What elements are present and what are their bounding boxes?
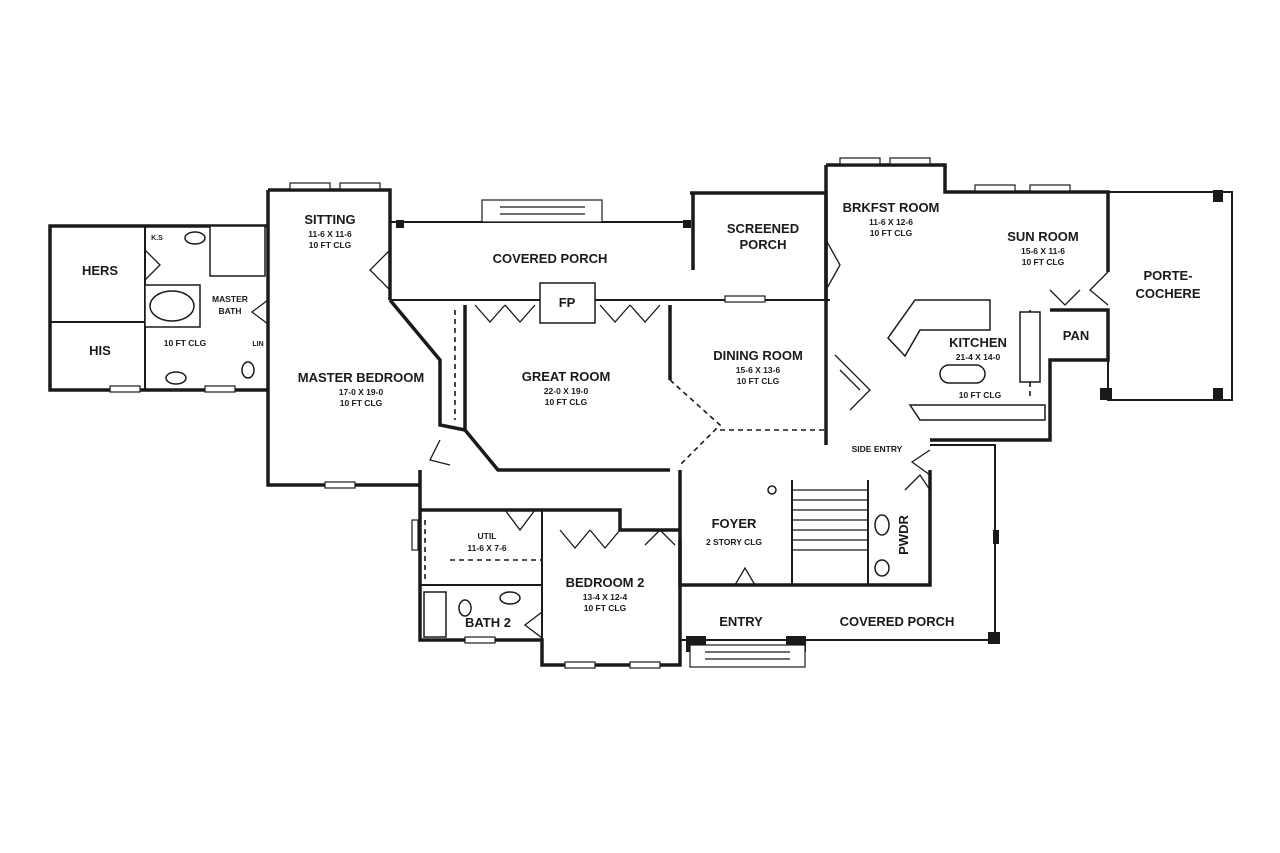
master-suite-walls — [266, 188, 420, 487]
label-sitting-dims: 11-6 X 11-6 — [308, 229, 352, 239]
label-master-bedroom-clg: 10 FT CLG — [340, 398, 383, 408]
label-screened-porch-1: SCREENED — [727, 221, 799, 236]
label-foyer-clg: 2 STORY CLG — [706, 537, 762, 547]
master-closet-wing-walls — [48, 224, 268, 392]
kitchen-island — [887, 299, 991, 358]
label-bath2: BATH 2 — [465, 615, 511, 630]
label-sun-room: SUN ROOM — [1007, 229, 1079, 244]
label-master-bath-clg: 10 FT CLG — [164, 338, 207, 348]
label-kitchen: KITCHEN — [949, 335, 1007, 350]
label-brkfst-clg: 10 FT CLG — [870, 228, 913, 238]
label-fireplace: FP — [559, 295, 576, 310]
foyer-walls — [678, 470, 932, 587]
label-master-bedroom: MASTER BEDROOM — [298, 370, 424, 385]
label-master-bath-2: BATH — [219, 306, 242, 316]
windows — [109, 157, 1071, 669]
label-sun-room-clg: 10 FT CLG — [1022, 257, 1065, 267]
steps — [481, 199, 806, 668]
label-bedroom2-dims: 13-4 X 12-4 — [583, 592, 628, 602]
label-master-bath-1: MASTER — [212, 294, 248, 304]
label-bedroom2-clg: 10 FT CLG — [584, 603, 627, 613]
label-ks: K.S — [151, 235, 163, 242]
secondary-wing-walls — [418, 470, 682, 667]
great-room-walls — [463, 305, 672, 472]
label-util: UTIL — [478, 531, 497, 541]
label-master-bedroom-dims: 17-0 X 19-0 — [339, 387, 384, 397]
doors — [144, 239, 1109, 639]
label-side-entry: SIDE ENTRY — [852, 444, 903, 454]
label-great-room-dims: 22-0 X 19-0 — [544, 386, 589, 396]
label-covered-porch-front: COVERED PORCH — [840, 614, 955, 629]
label-kitchen-dims: 21-4 X 14-0 — [956, 352, 1001, 362]
label-dining-room: DINING ROOM — [713, 348, 803, 363]
label-screened-porch-2: PORCH — [740, 237, 787, 252]
room-labels: HERS HIS K.S MASTER BATH 10 FT CLG LIN S… — [82, 200, 1201, 630]
label-bedroom2: BEDROOM 2 — [566, 575, 645, 590]
master-bedroom-east-wall — [388, 298, 466, 432]
label-brkfst-dims: 11-6 X 12-6 — [869, 217, 913, 227]
label-foyer: FOYER — [712, 516, 757, 531]
label-sitting-clg: 10 FT CLG — [309, 240, 352, 250]
label-dining-room-dims: 15-6 X 13-6 — [736, 365, 781, 375]
label-sun-room-dims: 15-6 X 11-6 — [1021, 246, 1065, 256]
label-porte-cochere-1: PORTE- — [1143, 268, 1192, 283]
label-his: HIS — [89, 343, 111, 358]
label-pwdr: PWDR — [896, 515, 911, 555]
label-pan: PAN — [1063, 328, 1089, 343]
bath2-tub — [423, 591, 447, 638]
label-covered-porch-rear: COVERED PORCH — [493, 251, 608, 266]
label-entry: ENTRY — [719, 614, 763, 629]
label-great-room-clg: 10 FT CLG — [545, 397, 588, 407]
label-brkfst-room: BRKFST ROOM — [843, 200, 940, 215]
label-dining-room-clg: 10 FT CLG — [737, 376, 780, 386]
fireplace — [539, 282, 596, 324]
fixtures — [144, 225, 1046, 638]
kitchen-wing-walls — [824, 163, 1110, 445]
label-kitchen-clg: 10 FT CLG — [959, 390, 1002, 400]
label-lin: LIN — [252, 341, 263, 348]
label-porte-cochere-2: COCHERE — [1135, 286, 1200, 301]
label-util-dims: 11-6 X 7-6 — [467, 543, 506, 553]
label-great-room: GREAT ROOM — [522, 369, 611, 384]
label-sitting: SITTING — [304, 212, 355, 227]
label-hers: HERS — [82, 263, 118, 278]
porte-cochere-outline — [1107, 191, 1233, 401]
staircase — [767, 354, 871, 551]
